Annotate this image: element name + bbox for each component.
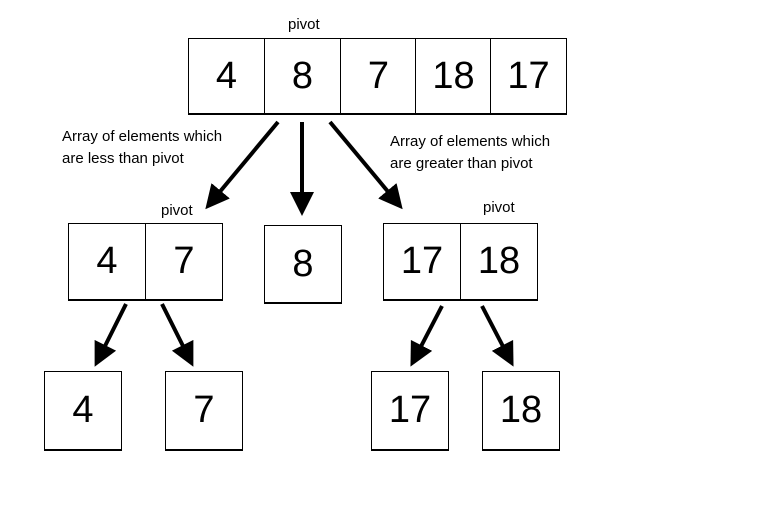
greater-than-pivot-label-line1: Array of elements which: [390, 133, 551, 150]
top-cell-4: 18: [415, 38, 492, 115]
leaf-cell-2: 7: [165, 371, 243, 451]
top-cell-5: 17: [490, 38, 567, 115]
leaf-cell-4: 18: [482, 371, 560, 451]
top-cell-1: 4: [188, 38, 265, 115]
less-than-pivot-label-line1: Array of elements which: [62, 128, 223, 145]
leaf-cell-1: 4: [44, 371, 122, 451]
middle-cell: 8: [264, 225, 342, 304]
arrow-to-right-array: [328, 120, 403, 210]
greater-than-pivot-label-line2: are greater than pivot: [390, 155, 533, 172]
top-pivot-label: pivot: [288, 16, 320, 33]
arrow-to-leaf-17: [410, 305, 444, 367]
arrow-to-leaf-18: [480, 305, 514, 367]
left-cell-2-pivot: 7: [145, 223, 223, 301]
right-cell-1: 17: [383, 223, 461, 301]
right-pivot-label: pivot: [483, 199, 515, 216]
left-cell-1: 4: [68, 223, 146, 301]
less-than-pivot-label-line2: are less than pivot: [62, 150, 184, 167]
leaf-cell-3: 17: [371, 371, 449, 451]
arrow-to-leaf-4: [94, 303, 128, 367]
left-pivot-label: pivot: [161, 202, 193, 219]
top-cell-2-pivot: 8: [264, 38, 341, 115]
arrow-to-left-array: [205, 120, 280, 210]
right-cell-2-pivot: 18: [460, 223, 538, 301]
arrow-to-leaf-7: [160, 303, 194, 367]
top-cell-3: 7: [340, 38, 417, 115]
